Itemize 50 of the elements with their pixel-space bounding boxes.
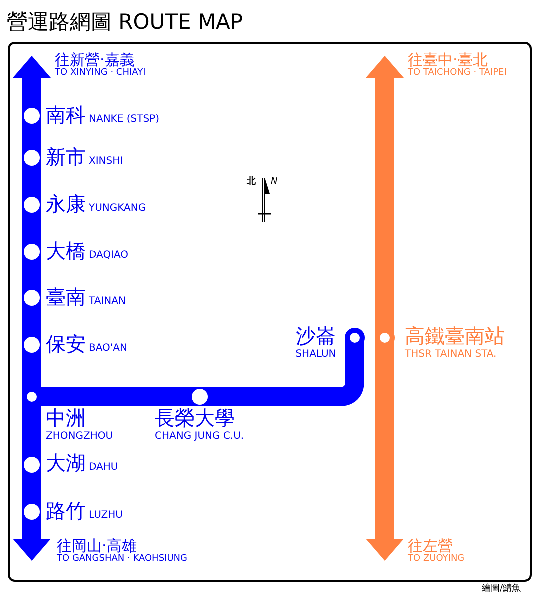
station-romanization: XINSHI bbox=[89, 157, 124, 167]
station-romanization: LUZHU bbox=[89, 511, 123, 521]
destination-romanization: TO ZUOYING bbox=[408, 555, 465, 564]
credit-note: 繪圖/鯖魚 bbox=[482, 585, 522, 594]
line-segment bbox=[22, 355, 42, 386]
station-romanization: BAO'AN bbox=[89, 344, 128, 354]
station-name: 長榮大學 bbox=[155, 408, 236, 428]
station-romanization: YUNGKANG bbox=[89, 204, 146, 214]
station-romanization: NANKE (STSP) bbox=[89, 115, 160, 125]
line-segment bbox=[262, 362, 364, 406]
line-arrow bbox=[13, 522, 51, 561]
station-name: 臺南 bbox=[46, 287, 86, 307]
compass-label: 北 bbox=[247, 178, 256, 187]
line-arrow bbox=[366, 364, 404, 561]
line-segment bbox=[22, 168, 42, 195]
station-name: 南科 bbox=[46, 105, 86, 125]
station-name: 永康 bbox=[46, 194, 86, 214]
station-romanization: SHALUN bbox=[294, 350, 338, 360]
station-name: 高鐵臺南站 bbox=[405, 326, 505, 346]
destination-romanization: TO GANGSHAN · KAOHSIUNG bbox=[57, 555, 188, 564]
station-name: 路竹 bbox=[46, 501, 86, 521]
line-arrow bbox=[13, 56, 51, 106]
station-name: 沙崙 bbox=[295, 326, 337, 346]
line-segment bbox=[22, 448, 42, 453]
station-name: 保安 bbox=[46, 334, 86, 354]
destination-romanization: TO XINYING · CHIAYI bbox=[55, 69, 146, 78]
destination-label: 往岡山‧高雄 bbox=[57, 539, 137, 554]
station-name: 中洲 bbox=[46, 408, 87, 428]
station-romanization: DAHU bbox=[89, 463, 118, 473]
line-segment bbox=[134, 388, 150, 406]
station-romanization: ZHONGZHOU bbox=[46, 432, 114, 442]
station-name: 新市 bbox=[46, 147, 86, 167]
line-segment bbox=[22, 126, 42, 148]
destination-label: 往臺中‧臺北 bbox=[408, 53, 488, 68]
destination-label: 往左營 bbox=[408, 539, 453, 554]
line-segment bbox=[22, 308, 42, 335]
line-segment bbox=[22, 477, 42, 502]
station-name: 大湖 bbox=[46, 453, 86, 473]
station-romanization: TAINAN bbox=[89, 297, 126, 307]
line-arrow bbox=[366, 56, 404, 322]
title: 營運路網圖 ROUTE MAP bbox=[7, 9, 244, 36]
line-segment bbox=[22, 215, 42, 242]
line-segment bbox=[22, 262, 42, 288]
compass-label: N bbox=[271, 178, 278, 187]
station-romanization: DAQIAO bbox=[89, 251, 129, 261]
destination-romanization: TO TAICHONG · TAIPEI bbox=[408, 69, 507, 78]
station-romanization: THSR TAINAN STA. bbox=[405, 350, 498, 360]
destination-label: 往新營‧嘉義 bbox=[55, 53, 135, 68]
station-romanization: CHANG JUNG C.U. bbox=[155, 432, 244, 442]
station-name: 大橋 bbox=[46, 241, 86, 261]
